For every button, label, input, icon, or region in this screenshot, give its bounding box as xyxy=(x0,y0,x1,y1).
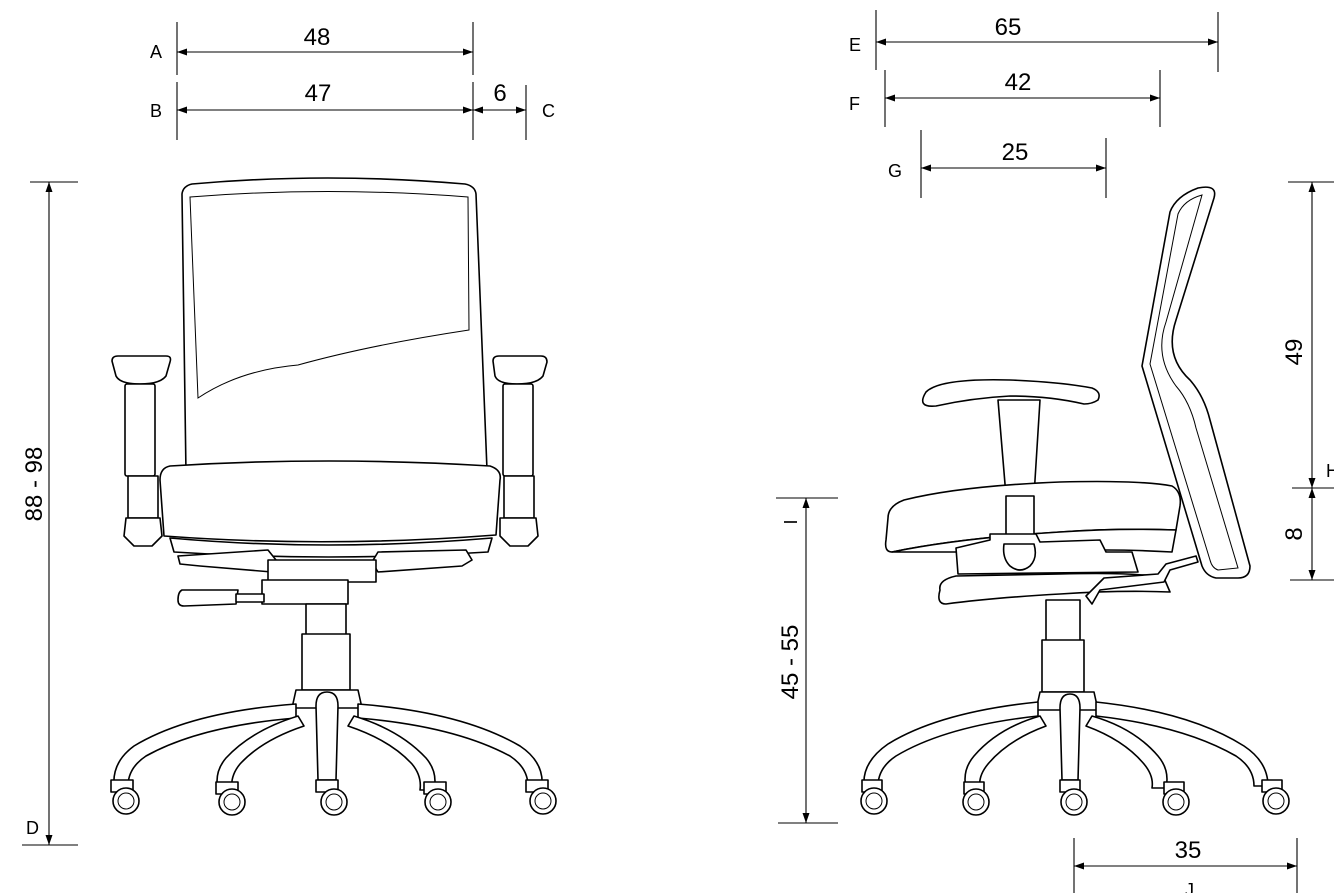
dimension-b-value: 47 xyxy=(305,80,332,107)
side-tilt-lever xyxy=(1085,555,1199,605)
front-backrest xyxy=(181,177,488,475)
front-caster-3 xyxy=(315,779,348,816)
dimension-c-letter: C xyxy=(542,101,555,121)
side-base-leg-front xyxy=(1059,693,1081,781)
front-left-armrest-post xyxy=(124,383,156,477)
dimension-e: E 65 xyxy=(849,10,1219,72)
dimension-i-letter: I xyxy=(781,519,801,524)
front-right-armrest-foot xyxy=(499,517,539,547)
side-backrest xyxy=(1141,186,1251,579)
side-base-leg-left xyxy=(863,701,1039,787)
front-left-armrest-foot xyxy=(123,517,163,547)
front-backrest-mesh xyxy=(189,191,470,399)
front-right-armrest-lower xyxy=(503,475,535,519)
side-caster-2 xyxy=(962,781,990,816)
side-caster-1 xyxy=(860,779,888,815)
front-base-leg-far-right xyxy=(357,703,543,787)
dimension-a-value: 48 xyxy=(304,24,331,51)
dimension-j: 35 J xyxy=(1073,837,1298,893)
front-view-chair xyxy=(110,177,557,816)
front-right-armrest-post xyxy=(502,383,534,477)
dimension-g: G 25 xyxy=(888,130,1107,198)
dimension-h-lower-value: 8 xyxy=(1281,527,1308,540)
side-caster-3 xyxy=(1059,779,1088,816)
side-armrest-pad xyxy=(921,378,1100,408)
front-base-leg-front xyxy=(315,691,339,781)
front-mechanism-right-wing xyxy=(371,549,473,573)
dimension-g-value: 25 xyxy=(1002,139,1029,166)
dimension-b-letter: B xyxy=(150,101,162,121)
dimension-d-value: 88 - 98 xyxy=(21,447,48,522)
side-armrest-post xyxy=(997,399,1041,497)
side-mechanism-plate xyxy=(955,533,1139,575)
dimension-f-value: 42 xyxy=(1005,69,1032,96)
side-gas-lift-upper xyxy=(1045,599,1081,643)
front-gas-lift-lower xyxy=(301,633,351,691)
side-base-leg-mid-left xyxy=(964,715,1047,789)
front-caster-4 xyxy=(423,781,452,816)
front-left-armrest-pad xyxy=(111,355,172,385)
front-height-lever-handle xyxy=(177,589,239,607)
side-base-leg-mid-right xyxy=(1085,715,1168,789)
dimension-h-letter: H xyxy=(1326,461,1334,481)
dimension-g-letter: G xyxy=(888,161,902,181)
side-caster-4 xyxy=(1162,781,1190,816)
dimension-a: A 48 xyxy=(150,22,474,75)
dimension-e-value: 65 xyxy=(995,14,1022,41)
side-view-chair xyxy=(860,186,1290,816)
dimension-i-value: 45 - 55 xyxy=(777,625,804,700)
front-base-leg-far-left xyxy=(113,703,297,787)
front-caster-1 xyxy=(110,779,140,815)
front-mechanism-block xyxy=(267,559,377,583)
front-mechanism-plate xyxy=(261,579,349,605)
dimension-j-letter: J xyxy=(1185,880,1194,893)
front-seat-cushion xyxy=(159,460,502,543)
front-gas-lift-upper xyxy=(305,603,347,637)
front-right-armrest-pad xyxy=(492,355,548,385)
dimension-c: C 6 xyxy=(473,80,555,140)
dimension-e-letter: E xyxy=(849,35,861,55)
dimension-d-letter: D xyxy=(26,818,39,838)
dimension-h: H 49 8 xyxy=(1281,181,1334,581)
dimension-f: F 42 xyxy=(849,69,1161,127)
front-caster-5 xyxy=(525,779,557,815)
front-height-lever-rod xyxy=(235,593,265,603)
dimension-h-upper-value: 49 xyxy=(1281,339,1308,366)
dimension-a-letter: A xyxy=(150,42,162,62)
side-caster-5 xyxy=(1261,779,1290,815)
front-left-armrest-lower xyxy=(127,475,159,519)
side-gas-lift-lower xyxy=(1041,639,1085,693)
front-caster-2 xyxy=(215,781,246,816)
dimension-c-value: 6 xyxy=(493,80,506,107)
dimension-b: B 47 xyxy=(150,80,474,140)
dimension-j-value: 35 xyxy=(1175,837,1202,864)
dimension-f-letter: F xyxy=(849,94,860,114)
side-backrest-inner xyxy=(1149,194,1239,571)
dimension-d: D 88 - 98 xyxy=(21,181,78,846)
side-gas-knob xyxy=(1002,543,1037,571)
dimension-i: I 45 - 55 xyxy=(776,497,838,824)
side-base-leg-right xyxy=(1095,701,1269,787)
